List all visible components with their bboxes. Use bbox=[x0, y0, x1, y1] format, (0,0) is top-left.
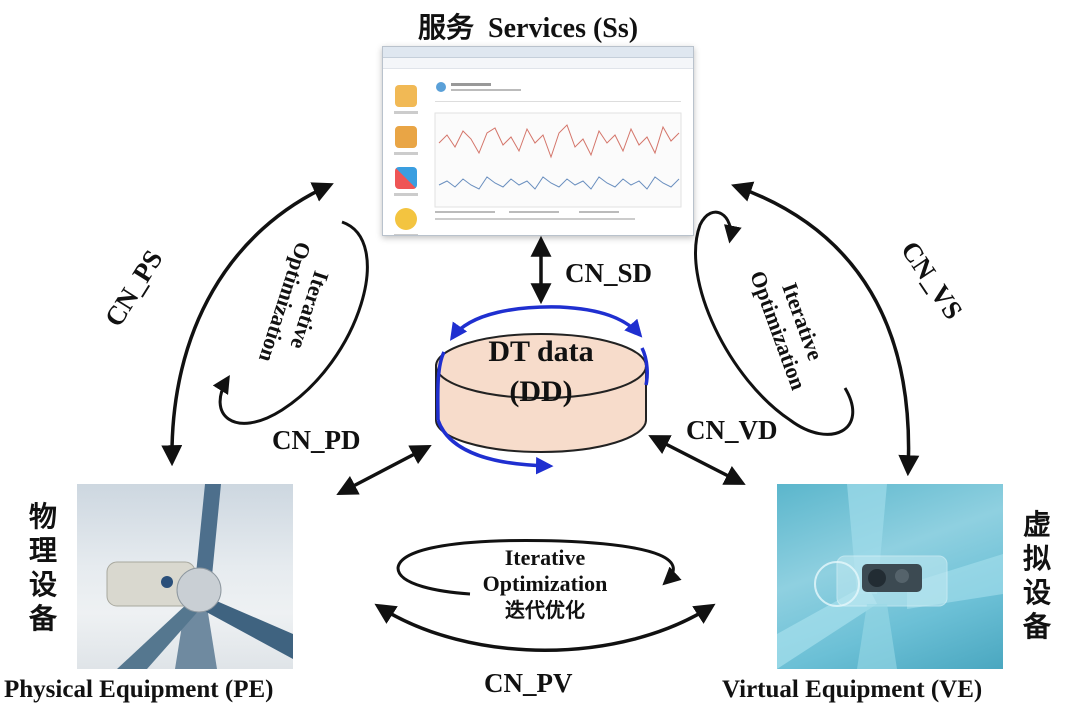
sidebar-icon-2 bbox=[395, 126, 417, 148]
physical-title-en: Physical Equipment (PE) bbox=[4, 676, 274, 703]
bottom-iterative-cn: 迭代优化 bbox=[505, 598, 585, 622]
sidebar-icon-3 bbox=[395, 167, 417, 189]
virtual-title-cn: 虚 拟 设 备 bbox=[1022, 508, 1051, 643]
cn-pd-arrow bbox=[336, 445, 432, 495]
dt-cycle-left-arrow bbox=[436, 351, 446, 421]
left-iteration-loop bbox=[212, 220, 369, 425]
sidebar-icon-4 bbox=[395, 208, 417, 230]
services-title: 服务 Services (Ss) bbox=[418, 6, 638, 46]
bottom-iterative-label: Iterative Optimization 迭代优化 bbox=[455, 545, 635, 623]
services-title-en: Services (Ss) bbox=[488, 13, 639, 44]
cn-pd-label: CN_PD bbox=[272, 425, 361, 455]
services-title-cn: 服务 bbox=[418, 11, 475, 44]
dt-data-label: DT data (DD) bbox=[460, 332, 622, 412]
screenshot-toolbar bbox=[383, 58, 693, 69]
right-iteration-loop bbox=[694, 210, 855, 436]
dt-data-line2: (DD) bbox=[509, 375, 573, 408]
cn-vd-arrow bbox=[648, 435, 746, 485]
bottom-iterative-line2: Optimization bbox=[482, 571, 608, 596]
cn-pv-arrow bbox=[374, 603, 716, 652]
cn-vd-label: CN_VD bbox=[686, 415, 778, 445]
cn-vs-arrow bbox=[731, 181, 920, 477]
physical-title-cn: 物 理 设 备 bbox=[28, 500, 57, 635]
screenshot-sidebar bbox=[389, 77, 423, 235]
dt-cycle-top-arrow bbox=[450, 305, 643, 341]
screenshot-titlebar bbox=[383, 47, 693, 58]
cn-pv-label: CN_PV bbox=[484, 668, 573, 698]
virtual-turbine-render bbox=[777, 484, 1003, 669]
virtual-title-en: Virtual Equipment (VE) bbox=[722, 676, 983, 703]
dt-data-line1: DT data bbox=[488, 335, 594, 368]
bottom-iterative-line1: Iterative bbox=[504, 545, 586, 570]
screenshot-chart bbox=[429, 73, 687, 231]
dt-cycle-bottom-arrow bbox=[436, 419, 554, 475]
sidebar-icon-1 bbox=[395, 85, 417, 107]
dt-cycle-right-arrow bbox=[640, 347, 649, 386]
services-screenshot bbox=[382, 46, 694, 236]
bottom-iteration-loop bbox=[396, 539, 682, 596]
cn-sd-label: CN_SD bbox=[565, 258, 653, 288]
cn-ps-arrow bbox=[161, 182, 334, 467]
physical-turbine-photo bbox=[77, 484, 293, 669]
